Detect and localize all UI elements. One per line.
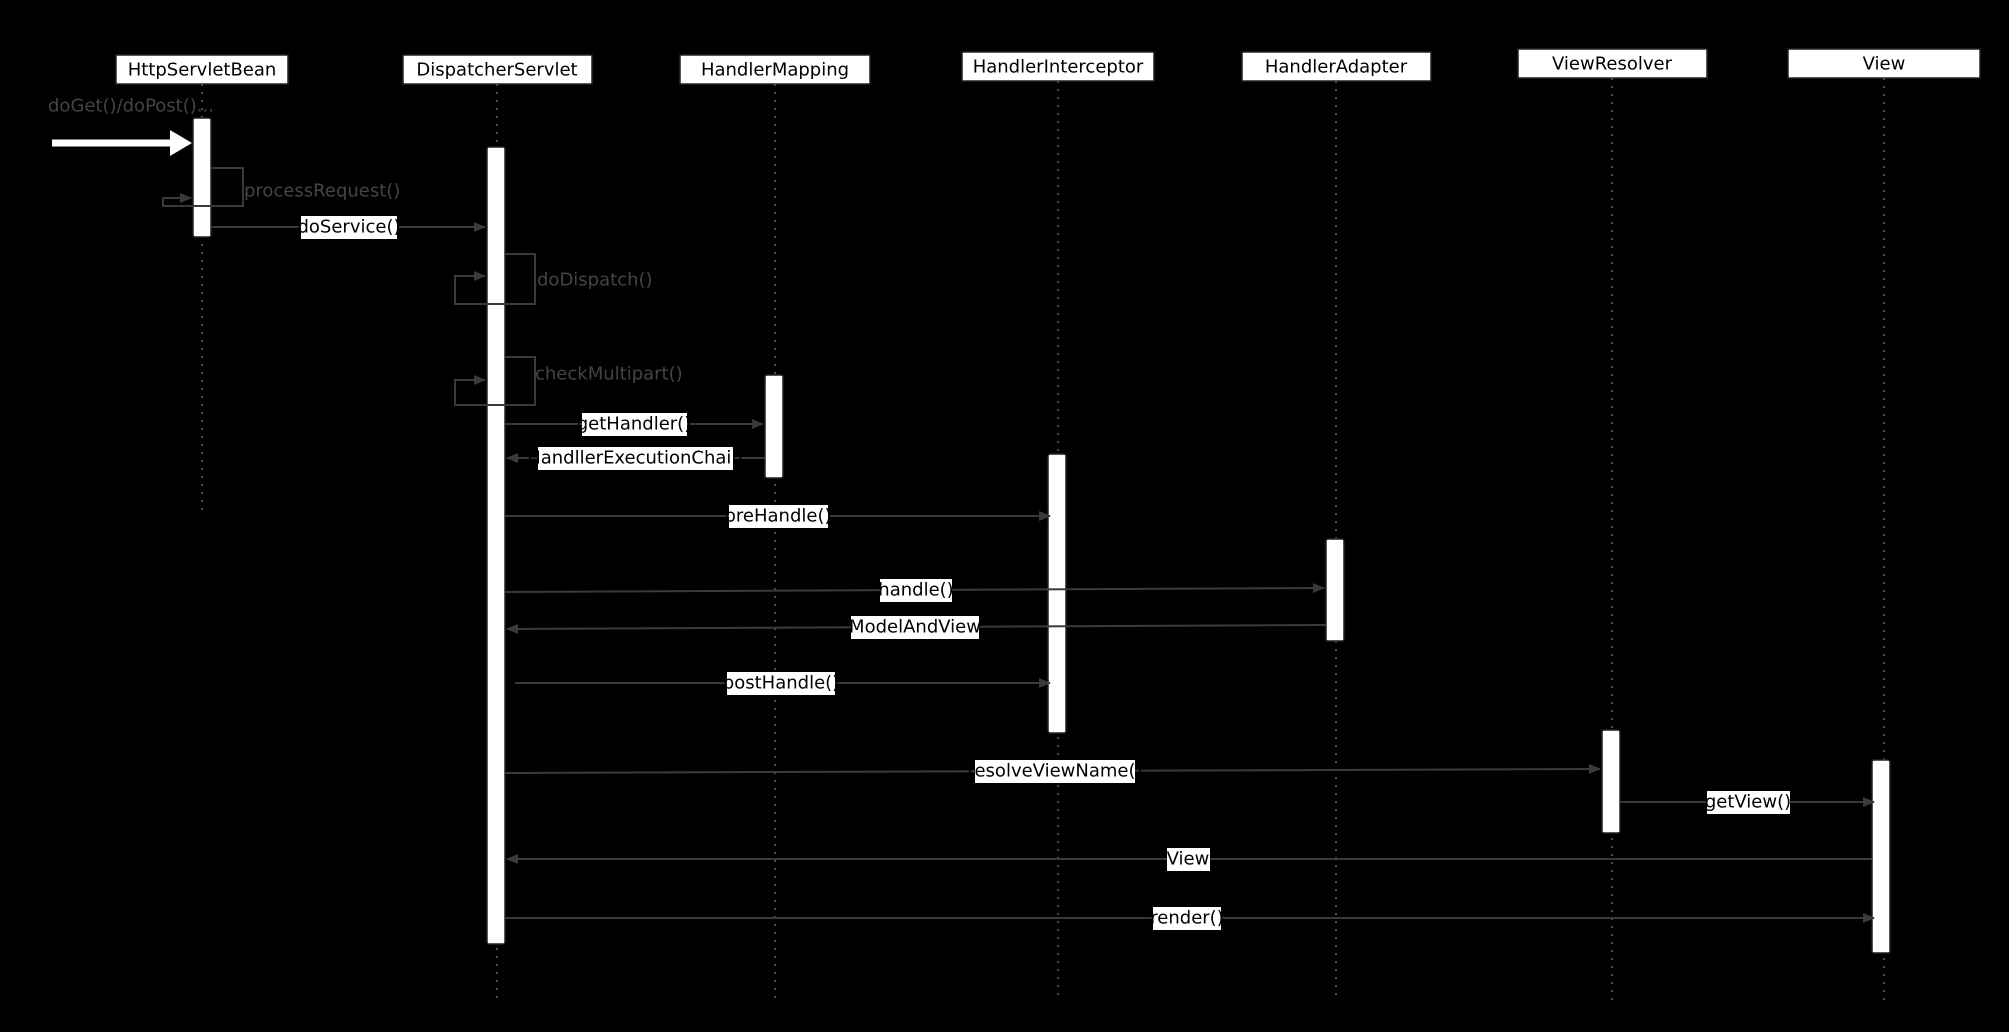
- message-label: ModelAndView: [849, 617, 981, 638]
- label-background: [880, 579, 952, 602]
- message-label: render(): [1150, 908, 1223, 929]
- message-resolveviewname: resolveViewName(): [504, 760, 1601, 783]
- self-call-checkmultipart: checkMultipart(): [454, 356, 683, 406]
- message-handle: handle(): [504, 579, 1325, 602]
- message-prehandle: preHandle(): [505, 505, 1051, 528]
- label-background: [727, 672, 835, 695]
- message-label: checkMultipart(): [535, 364, 683, 385]
- participant-label: HandlerMapping: [701, 60, 849, 81]
- label-background: [729, 505, 828, 528]
- participant-handlermapping[interactable]: HandlerMapping: [679, 54, 871, 85]
- message-label: preHandle(): [724, 506, 831, 527]
- message-posthandle: postHandle(): [515, 672, 1051, 695]
- message-handlerexecutionchain: HandllerExecutionChain: [506, 447, 765, 470]
- message-label: resolveViewName(): [967, 761, 1142, 782]
- label-background: [1167, 848, 1210, 871]
- entry-message: doGet()/doPost()...: [48, 96, 214, 156]
- self-call-arrow: [454, 356, 536, 406]
- message-view: View: [506, 848, 1872, 871]
- activation-viewresolver: [1601, 729, 1621, 834]
- entry-label: doGet()/doPost()...: [48, 96, 214, 117]
- message-label: doDispatch(): [537, 270, 653, 291]
- label-background: [301, 216, 397, 239]
- activation-handleradapter: [1325, 538, 1345, 642]
- activations: [192, 117, 1891, 954]
- message-render: render(): [505, 907, 1875, 930]
- message-label: getView(): [1705, 792, 1791, 813]
- participant-label: HttpServletBean: [128, 60, 277, 81]
- label-background: [851, 616, 979, 639]
- message-label: handle(): [878, 580, 953, 601]
- self-call-dodispatch: doDispatch(): [454, 253, 653, 305]
- participant-httpservletbean[interactable]: HttpServletBean: [115, 54, 289, 85]
- participant-label: HandlerInterceptor: [973, 57, 1144, 78]
- activation-handlerinterceptor: [1047, 453, 1067, 734]
- participant-handlerinterceptor[interactable]: HandlerInterceptor: [961, 51, 1155, 82]
- activation-httpservletbean: [192, 117, 212, 238]
- message-doservice: doService(): [211, 216, 486, 239]
- self-call-processrequest: processRequest(): [162, 167, 400, 207]
- participant-handleradapter[interactable]: HandlerAdapter: [1241, 51, 1432, 82]
- message-label: getHandler(): [577, 414, 691, 435]
- participant-label: DispatcherServlet: [416, 60, 577, 81]
- participant-view[interactable]: View: [1787, 48, 1981, 79]
- message-label: View: [1167, 849, 1210, 870]
- participant-label: HandlerAdapter: [1265, 57, 1408, 78]
- self-call-arrow: [454, 253, 536, 305]
- activation-handlermapping: [764, 374, 784, 479]
- message-label: processRequest(): [244, 181, 400, 202]
- lifelines: [201, 78, 1885, 1000]
- participant-dispatcherservlet[interactable]: DispatcherServlet: [402, 54, 593, 85]
- label-background: [1707, 791, 1790, 814]
- participant-label: ViewResolver: [1552, 54, 1673, 75]
- label-background: [582, 413, 687, 436]
- message-label: HandllerExecutionChain: [527, 448, 743, 469]
- label-background: [975, 760, 1135, 783]
- activation-view: [1871, 759, 1891, 954]
- message-gethandler: getHandler(): [505, 413, 764, 436]
- activation-dispatcherservlet: [486, 146, 506, 945]
- message-label: doService(): [297, 217, 400, 238]
- label-background: [1153, 907, 1221, 930]
- label-background: [538, 447, 733, 470]
- self-call-arrow: [162, 167, 244, 207]
- message-getview: getView(): [1620, 791, 1875, 814]
- message-label: postHandle(): [723, 673, 839, 694]
- entry-arrow-head: [170, 130, 192, 156]
- message-modelandview: ModelAndView: [506, 616, 1327, 639]
- participant-label: View: [1863, 54, 1906, 75]
- participant-viewresolver[interactable]: ViewResolver: [1517, 48, 1708, 79]
